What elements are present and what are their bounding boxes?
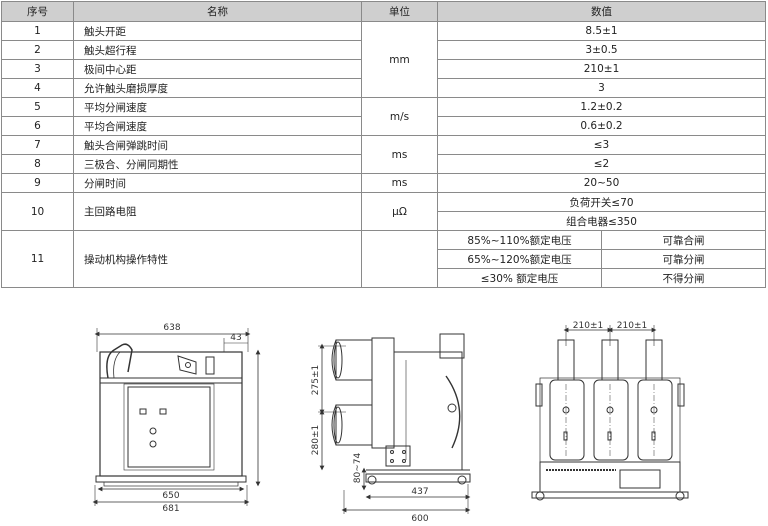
- unit-cell-empty: [361, 230, 438, 288]
- side-dim-depth: 437: [411, 487, 428, 497]
- unit-cell: m/s: [361, 97, 438, 136]
- table-header-row: 序号 名称 单位 数值: [1, 1, 766, 22]
- unit-cell: mm: [361, 21, 438, 98]
- rear-view-drawing: [531, 325, 689, 501]
- side-dim-wheel: 80~74: [353, 453, 363, 484]
- header-no: 序号: [1, 1, 74, 22]
- table-row: ≤30% 额定电压 不得分闸: [2, 268, 766, 288]
- table-row: 11 操动机构操作特性 85%~110%额定电压 可靠合闸: [1, 230, 766, 288]
- side-view-drawing: [318, 333, 471, 514]
- front-dim-width: 638: [163, 323, 180, 333]
- side-dim-upper: 275±1: [311, 365, 321, 395]
- row-name: 操动机构操作特性: [73, 230, 362, 288]
- unit-cell: ms: [361, 135, 438, 174]
- table-row: 5 平均分闸速度 m/s 1.2±0.2: [1, 97, 766, 136]
- condition-voltage: ≤30% 额定电压: [437, 268, 602, 288]
- table-row: 1 触头开距 mm 8.5±1: [1, 21, 766, 98]
- header-unit: 单位: [361, 1, 438, 22]
- front-dim-base: 650: [162, 491, 179, 501]
- row-name: 主回路电阻: [73, 192, 362, 231]
- unit-cell: μΩ: [361, 192, 438, 231]
- spec-table: 序号 名称 单位 数值 1 触头开距 mm 8.5±1 2 触头超行程 3±0.…: [1, 1, 766, 288]
- table-row: 3 极间中心距 210±1: [1, 59, 766, 79]
- rear-dim-pitch-left: 210±1: [573, 321, 603, 331]
- front-dim-total: 681: [162, 504, 179, 514]
- table-row: 10 主回路电阻 μΩ 负荷开关≤70: [1, 192, 766, 231]
- row-no: 11: [1, 230, 74, 288]
- row-name: 极间中心距: [73, 59, 362, 79]
- condition-result: 不得分闸: [601, 268, 766, 288]
- row-value: 负荷开关≤70: [437, 192, 766, 212]
- side-dim-total: 600: [411, 514, 428, 524]
- row-name: 允许触头磨损厚度: [73, 78, 362, 98]
- rear-dim-pitch-right: 210±1: [617, 321, 647, 331]
- side-dim-lower: 280±1: [311, 425, 321, 455]
- table-row: 9 分闸时间 ms 20~50: [1, 173, 766, 193]
- front-view-drawing: [92, 328, 261, 506]
- header-name: 名称: [73, 1, 362, 22]
- table-row: 65%~120%额定电压 可靠分闸: [2, 249, 766, 269]
- front-dim-offset: 43: [230, 333, 241, 343]
